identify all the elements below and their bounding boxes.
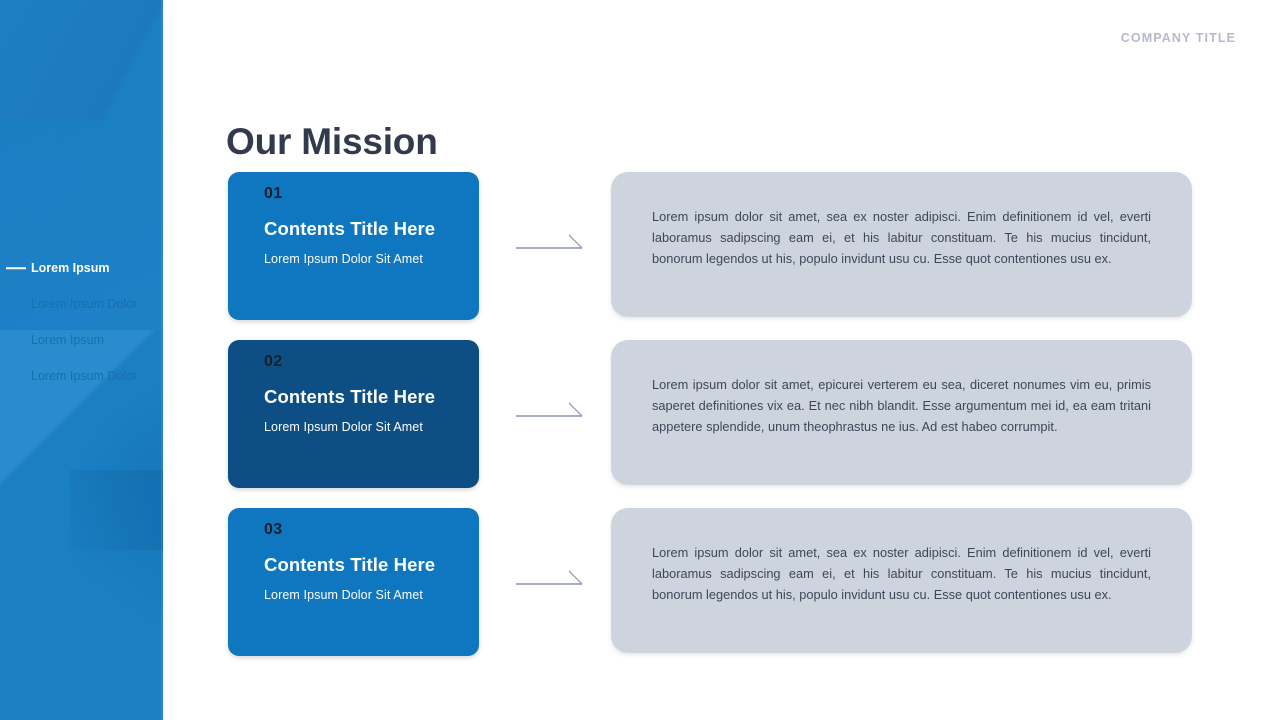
- sidebar-item-lorem-ipsum-dolor-2[interactable]: Lorem Ipsum Dolor: [0, 358, 163, 394]
- mission-card-01[interactable]: 01 Contents Title Here Lorem Ipsum Dolor…: [228, 172, 479, 320]
- sidebar-decor-shape-glow: [60, 370, 163, 550]
- company-title: COMPANY TITLE: [1120, 31, 1236, 45]
- card-title: Contents Title Here: [264, 218, 436, 239]
- panel-body-text: Lorem ipsum dolor sit amet, sea ex noste…: [652, 545, 1151, 602]
- panel-body-text: Lorem ipsum dolor sit amet, sea ex noste…: [652, 209, 1151, 266]
- mission-panel-03: Lorem ipsum dolor sit amet, sea ex noste…: [611, 508, 1192, 653]
- card-title: Contents Title Here: [264, 554, 436, 575]
- sidebar-item-lorem-ipsum-2[interactable]: Lorem Ipsum: [0, 322, 163, 358]
- mission-panel-01: Lorem ipsum dolor sit amet, sea ex noste…: [611, 172, 1192, 317]
- card-number: 03: [264, 521, 283, 538]
- sidebar-item-lorem-ipsum-1[interactable]: Lorem Ipsum: [0, 250, 163, 286]
- sidebar-decor-shape-corner: [70, 470, 163, 720]
- arrow-right-icon: [516, 566, 586, 592]
- sidebar-item-lorem-ipsum-dolor-1[interactable]: Lorem Ipsum Dolor: [0, 286, 163, 322]
- sidebar: Lorem Ipsum Lorem Ipsum Dolor Lorem Ipsu…: [0, 0, 163, 720]
- panel-body-text: Lorem ipsum dolor sit amet, epicurei ver…: [652, 377, 1151, 434]
- card-subtitle: Lorem Ipsum Dolor Sit Amet: [264, 588, 423, 602]
- sidebar-item-label: Lorem Ipsum Dolor: [31, 369, 138, 383]
- sidebar-item-label: Lorem Ipsum Dolor: [31, 297, 138, 311]
- page-title: Our Mission: [226, 120, 438, 162]
- mission-panel-02: Lorem ipsum dolor sit amet, epicurei ver…: [611, 340, 1192, 485]
- sidebar-item-label: Lorem Ipsum: [31, 261, 110, 275]
- arrow-right-icon: [516, 230, 586, 256]
- sidebar-menu: Lorem Ipsum Lorem Ipsum Dolor Lorem Ipsu…: [0, 250, 163, 394]
- mission-card-02[interactable]: 02 Contents Title Here Lorem Ipsum Dolor…: [228, 340, 479, 488]
- arrow-right-icon: [516, 398, 586, 424]
- card-number: 02: [264, 353, 283, 370]
- card-title: Contents Title Here: [264, 386, 436, 407]
- sidebar-edge-highlight: [161, 0, 163, 720]
- card-subtitle: Lorem Ipsum Dolor Sit Amet: [264, 252, 423, 266]
- card-subtitle: Lorem Ipsum Dolor Sit Amet: [264, 420, 423, 434]
- active-indicator-line: [6, 267, 26, 269]
- card-number: 01: [264, 185, 283, 202]
- mission-card-03[interactable]: 03 Contents Title Here Lorem Ipsum Dolor…: [228, 508, 479, 656]
- sidebar-item-label: Lorem Ipsum: [31, 333, 104, 347]
